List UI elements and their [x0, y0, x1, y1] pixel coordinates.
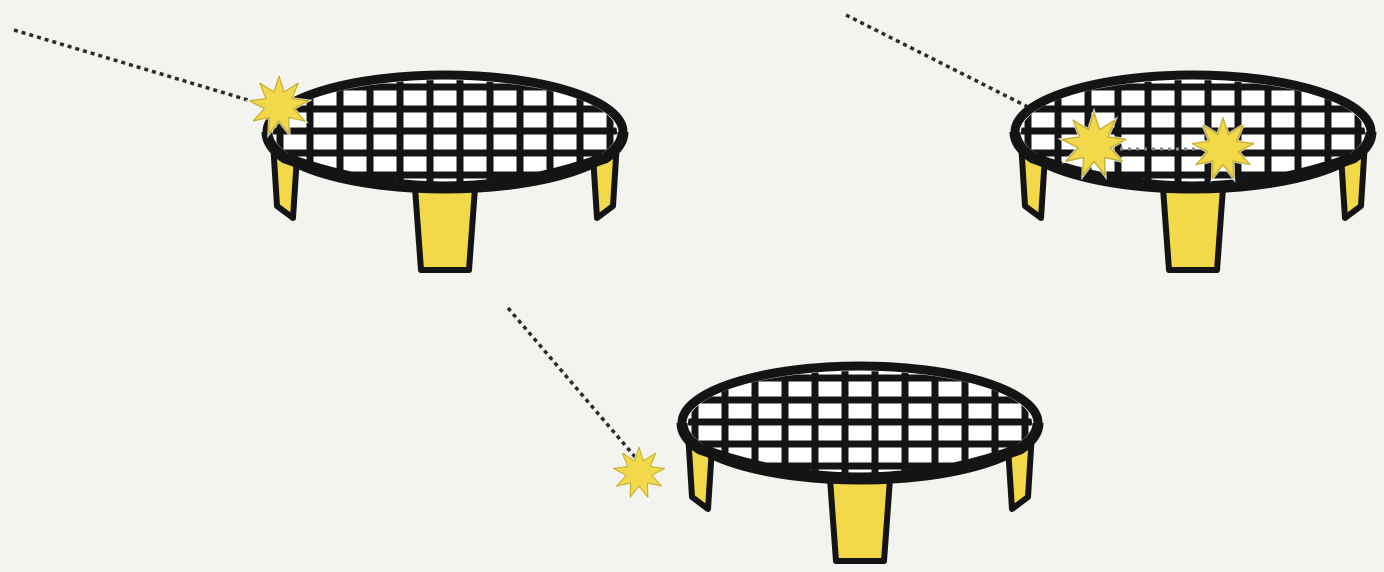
roundnet-icon	[670, 363, 1050, 561]
roundnet-icon	[1003, 72, 1383, 270]
impact-burst-icon	[610, 443, 669, 501]
roundnet-icon	[255, 72, 635, 270]
ball-trajectory-line	[508, 308, 636, 458]
panel-net-double-bounce	[846, 15, 1383, 270]
panel-miss-the-net	[508, 308, 1050, 561]
ball-trajectory-line	[14, 30, 258, 103]
ball-trajectory-line	[846, 15, 1034, 110]
panel-rim-hit	[14, 30, 635, 270]
